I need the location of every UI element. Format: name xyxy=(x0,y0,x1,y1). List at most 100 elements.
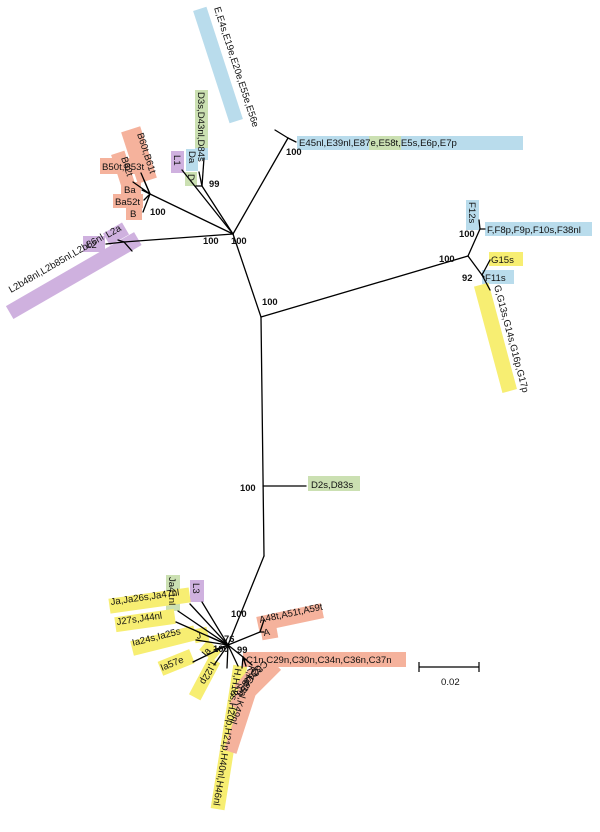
branch-to-e xyxy=(232,137,289,235)
scale-bar-label: 0.02 xyxy=(441,677,460,688)
branch-g15s xyxy=(481,259,491,276)
label-ja41: Ja41nl xyxy=(166,577,177,605)
branch-ia24 xyxy=(195,639,229,646)
highlight-c31 xyxy=(234,660,267,695)
branch-k xyxy=(227,644,239,667)
label-b: B xyxy=(130,209,136,220)
highlight-f12s xyxy=(466,200,479,230)
branch-da xyxy=(198,171,203,187)
label-highlights xyxy=(5,6,592,811)
branch-c32 xyxy=(242,656,253,666)
bootstrap-e: 100 xyxy=(286,146,302,157)
highlight-i22p xyxy=(188,657,221,701)
branch-j27 xyxy=(175,621,229,646)
highlight-l3 xyxy=(190,580,204,602)
branch-to-l2 xyxy=(123,233,234,243)
highlight-d43-d84 xyxy=(195,90,208,148)
highlight-d2s xyxy=(308,476,360,491)
label-ba: Ba xyxy=(124,185,136,196)
highlight-b50 xyxy=(100,158,148,174)
label-l2: L2 xyxy=(86,240,97,251)
branch-ba xyxy=(141,189,151,195)
highlight-e-top xyxy=(193,6,243,124)
highlight-b xyxy=(126,206,142,220)
bootstrap-fg: 100 xyxy=(439,253,455,264)
branch-a48 xyxy=(259,619,265,633)
label-e-row: E45nl,E39nl,E87e,E58t,E5s,E6p,E7p xyxy=(299,138,457,149)
bootstrap-values: 100 99 100 100 100 100 100 100 92 100 10… xyxy=(150,146,475,655)
branch-to-g xyxy=(467,255,483,276)
branch-e-top xyxy=(274,129,289,139)
branch-b xyxy=(142,193,151,213)
leaf-labels: E,E4s,E19e,E20e,E55e,E56e E45nl,E39nl,E8… xyxy=(7,6,581,807)
branch-trunk-lower xyxy=(227,555,265,646)
bootstrap-b: 100 xyxy=(150,206,166,217)
highlight-c32 xyxy=(233,660,282,709)
branch-fg xyxy=(260,255,469,318)
branch-e-row xyxy=(287,137,297,143)
highlight-l2b xyxy=(5,232,142,320)
bootstrap-ac: 100 xyxy=(213,643,229,654)
branch-ja-row xyxy=(189,603,229,646)
branch-ia57 xyxy=(192,644,229,663)
label-g15s: G15s xyxy=(491,255,514,266)
highlight-l1 xyxy=(171,151,184,173)
bootstrap-g: 92 xyxy=(462,272,472,283)
label-ba52: Ba52t xyxy=(115,197,140,208)
label-a: A xyxy=(263,627,272,639)
branch-l2 xyxy=(105,241,125,245)
highlight-g15s xyxy=(489,252,523,266)
branch-to-a xyxy=(227,631,261,646)
label-l1: L1 xyxy=(171,155,182,166)
label-f12s: F12s xyxy=(466,202,477,224)
highlight-l2a xyxy=(102,222,130,246)
branch-g-col xyxy=(481,274,491,291)
branch-to-c xyxy=(227,644,244,658)
branch-ja41 xyxy=(177,610,229,646)
highlight-g-col xyxy=(474,282,517,393)
label-f-row: F,F8p,F9p,F10s,F38nl xyxy=(487,225,581,236)
branch-d3s xyxy=(201,157,205,187)
highlight-ba xyxy=(121,182,141,196)
highlight-a48 xyxy=(256,603,324,632)
label-l3: L3 xyxy=(190,583,201,594)
label-d: D xyxy=(185,174,196,181)
bootstrap-99: 99 xyxy=(237,644,247,655)
branch-l3 xyxy=(201,601,229,646)
highlight-f-row xyxy=(485,222,592,236)
highlight-ia xyxy=(199,639,222,662)
label-d3s: D3s,D43nl,D84s xyxy=(195,92,206,162)
bootstrap-d: 99 xyxy=(209,178,219,189)
highlight-j27 xyxy=(114,608,176,633)
label-da: Da xyxy=(186,151,197,164)
branch-c35 xyxy=(241,656,244,669)
branch-trunk xyxy=(260,316,265,557)
tree-branches xyxy=(105,129,491,669)
highlight-ia24 xyxy=(130,625,197,656)
bootstrap-a: 100 xyxy=(231,608,247,619)
scale-bar: 0.02 xyxy=(418,662,480,688)
highlight-e87e xyxy=(369,136,401,150)
bootstrap-center: 100 xyxy=(262,296,278,307)
branch-b50 xyxy=(140,172,151,195)
label-f11s: F11s xyxy=(485,273,506,284)
bootstrap-d2: 100 xyxy=(240,482,256,493)
highlight-da xyxy=(186,149,198,171)
branch-f12s xyxy=(478,219,481,230)
highlight-f11s xyxy=(482,270,514,284)
branch-to-b xyxy=(149,193,234,235)
branch-ia xyxy=(213,644,229,651)
branch-to-f xyxy=(467,228,481,257)
label-c-row: C1n,C29n,C30n,C34n,C36n,C37n xyxy=(246,655,392,666)
bootstrap-lb: 100 xyxy=(231,235,247,246)
highlight-e-row xyxy=(297,136,523,150)
label-d2s: D2s,D83s xyxy=(311,480,353,491)
branch-h xyxy=(226,644,229,669)
branch-i22p xyxy=(213,644,229,666)
bootstrap-f: 100 xyxy=(459,228,475,239)
highlight-c-row xyxy=(243,652,406,667)
label-j: J xyxy=(195,630,202,642)
bootstrap-l: 100 xyxy=(203,235,219,246)
highlight-ja-row xyxy=(108,587,191,614)
